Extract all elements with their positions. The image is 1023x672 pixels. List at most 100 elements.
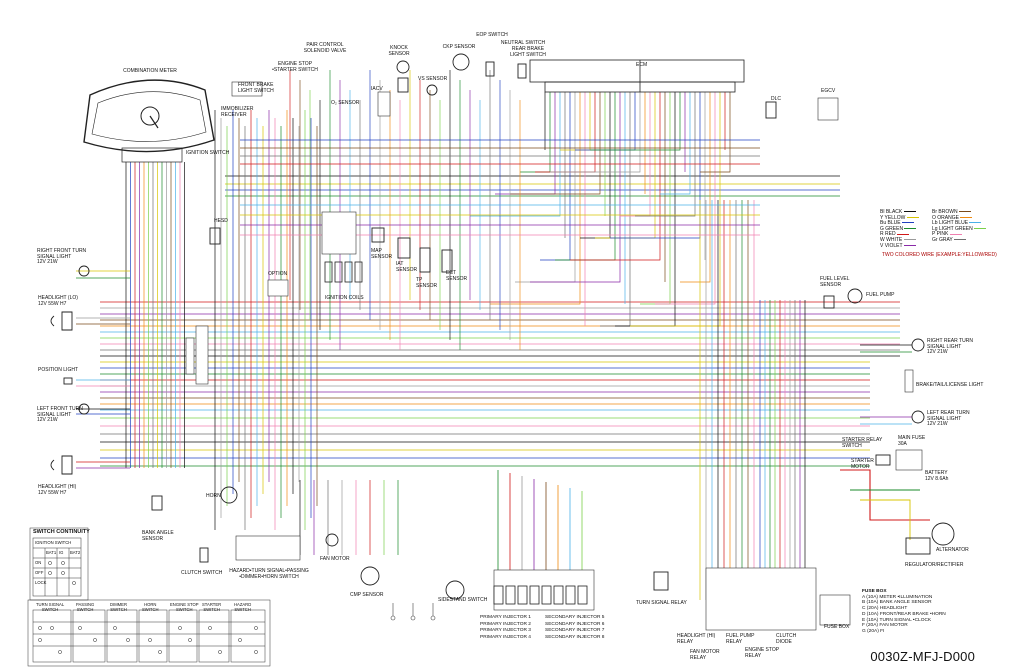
injector-shape bbox=[517, 585, 528, 605]
hesd-label: HESD bbox=[214, 218, 228, 224]
primary-injector-list: PRIMARY INJECTOR 1 PRIMARY INJECTOR 2 PR… bbox=[480, 615, 531, 641]
injector-shape bbox=[505, 585, 516, 605]
clutch-switch-label: CLUTCH SWITCH bbox=[181, 570, 223, 576]
sidestand-switch-label: SIDESTAND SWITCH bbox=[438, 597, 488, 603]
ignition-switch-label: IGNITION SWITCH bbox=[186, 150, 230, 156]
starter-relay-switch-label: STARTER RELAY SWITCH bbox=[842, 437, 883, 449]
wire bbox=[840, 469, 930, 521]
ign-header: BAT2 bbox=[70, 550, 81, 555]
legend-code: R bbox=[880, 231, 885, 238]
continuity-dot bbox=[238, 638, 242, 642]
headlight-bulbs bbox=[50, 311, 73, 475]
ckp-sensor-label: CKP SENSOR bbox=[442, 44, 476, 50]
injector-label: PRIMARY INJECTOR 4 bbox=[480, 634, 531, 640]
continuity-dot bbox=[158, 650, 162, 654]
legend-name: GRAY bbox=[938, 237, 955, 243]
pair-control-solenoid-label: PAIR CONTROL SOLENOID VALVE bbox=[303, 42, 347, 54]
continuity-dot bbox=[218, 650, 222, 654]
battery-label: BATTERY 12V 8.6Ah bbox=[925, 470, 949, 482]
alternator-label: ALTERNATOR bbox=[936, 547, 969, 553]
continuity-dot bbox=[78, 626, 82, 630]
continuity-dot bbox=[72, 581, 76, 585]
hazard-switch-title: HAZARD SWITCH bbox=[234, 602, 252, 612]
iat-sensor-label: IAT SENSOR bbox=[396, 261, 418, 273]
injector-group bbox=[493, 585, 588, 605]
legend-code: Gr bbox=[932, 237, 939, 243]
ect-sensor-label: ECT SENSOR bbox=[446, 270, 468, 282]
legend-swatch bbox=[969, 222, 982, 224]
turn-signal-relay-label: TURN SIGNAL RELAY bbox=[636, 600, 687, 606]
continuity-dot bbox=[126, 638, 130, 642]
handlebar-switch-label: HAZARD•TURN SIGNAL•PASSING •DIMMER•HORN … bbox=[229, 568, 309, 580]
wire bbox=[510, 92, 601, 195]
injector-shape bbox=[577, 585, 588, 605]
legend-entry: O ORANGE bbox=[932, 215, 973, 222]
wire bbox=[655, 92, 716, 305]
cmp-sensor-label: CMP SENSOR bbox=[350, 592, 384, 598]
continuity-dot bbox=[61, 561, 65, 565]
legend-code: Bu bbox=[880, 220, 888, 227]
continuity-dot bbox=[38, 638, 42, 642]
map-sensor-label: MAP SENSOR bbox=[371, 248, 393, 260]
starter-motor-label: STARTER MOTOR bbox=[851, 458, 874, 470]
ecm-drawing bbox=[529, 59, 745, 93]
passing-switch-title: PASSING SWITCH bbox=[76, 602, 95, 612]
legend-name: BLUE bbox=[887, 220, 902, 227]
ign-header: BAT1 bbox=[46, 550, 57, 555]
position-light-label: POSITION LIGHT bbox=[38, 367, 79, 373]
legend-name: LIGHT BLUE bbox=[938, 220, 970, 227]
injector-shape bbox=[541, 585, 552, 605]
secondary-injector-list: SECONDARY INJECTOR 5 SECONDARY INJECTOR … bbox=[545, 615, 604, 641]
legend-entry: P PINK bbox=[932, 232, 962, 238]
continuity-dot bbox=[48, 561, 52, 565]
fuse-box-table: FUSE BOX A (10A) METER •ILLUMINATION B (… bbox=[862, 589, 946, 635]
fuse-entry: C (20A) HEADLIGHT bbox=[862, 606, 908, 612]
legend-code: W bbox=[880, 237, 887, 243]
component-shapes bbox=[78, 53, 955, 600]
ign-header: IG bbox=[59, 550, 64, 555]
right-rear-turn-label: RIGHT REAR TURN SIGNAL LIGHT 12V 21W bbox=[927, 338, 973, 356]
legend-swatch bbox=[903, 244, 916, 246]
bottom-pins bbox=[390, 603, 436, 621]
continuity-dot bbox=[48, 571, 52, 575]
injector-shape bbox=[529, 585, 540, 605]
legend-name: PINK bbox=[936, 231, 950, 238]
vs-sensor-label: VS SENSOR bbox=[418, 76, 448, 82]
dlc-label: DLC bbox=[771, 96, 782, 102]
option-label: OPTION bbox=[268, 271, 288, 277]
legend-entry: Y YELLOW bbox=[880, 214, 919, 222]
injector-label: SECONDARY INJECTOR 8 bbox=[545, 634, 605, 640]
legend-code: Lb bbox=[932, 220, 939, 227]
combination-meter-label: COMBINATION METER bbox=[123, 68, 177, 74]
ign-row: LOCK bbox=[35, 580, 47, 585]
ignition-switch-table-title: IGNITION SWITCH bbox=[35, 540, 72, 545]
legend-code: Y bbox=[880, 214, 885, 221]
legend-entry: G GREEN bbox=[880, 225, 917, 233]
legend-swatch bbox=[954, 239, 967, 241]
wire bbox=[630, 92, 721, 327]
wire bbox=[860, 499, 911, 540]
legend-swatch bbox=[958, 211, 971, 213]
injector-shape bbox=[553, 585, 564, 605]
fuse-entry: B (10A) BANK ANGLE SENSOR bbox=[862, 600, 932, 606]
wire bbox=[530, 92, 621, 283]
headlight-hi-relay-label: HEADLIGHT (HI) RELAY bbox=[677, 633, 716, 645]
fuse-box-title: FUSE BOX bbox=[862, 589, 887, 594]
legend-swatch bbox=[903, 211, 916, 213]
engine-stop-starter-switch-label: ENGINE STOP •STARTER SWITCH bbox=[272, 61, 318, 73]
continuity-dot bbox=[254, 626, 258, 630]
ign-row: OFF bbox=[35, 570, 44, 575]
wire bbox=[700, 92, 731, 173]
ignition-coils-label: IGNITION COILS bbox=[325, 295, 364, 301]
legend-swatch bbox=[896, 233, 909, 235]
injector-shape bbox=[565, 585, 576, 605]
legend-name: BLACK bbox=[885, 209, 904, 215]
rear-brake-light-switch-label: REAR BRAKE LIGHT SWITCH bbox=[510, 46, 546, 58]
wire bbox=[490, 92, 581, 305]
legend-name: GREEN bbox=[885, 225, 905, 232]
continuity-dot bbox=[38, 626, 42, 630]
legend-code: P bbox=[932, 231, 937, 238]
fuse-box-small-label: FUSE BOX bbox=[824, 624, 850, 630]
legend-entry: Lg LIGHT GREEN bbox=[932, 226, 987, 233]
knock-sensor-label: KNOCK SENSOR bbox=[388, 45, 410, 57]
